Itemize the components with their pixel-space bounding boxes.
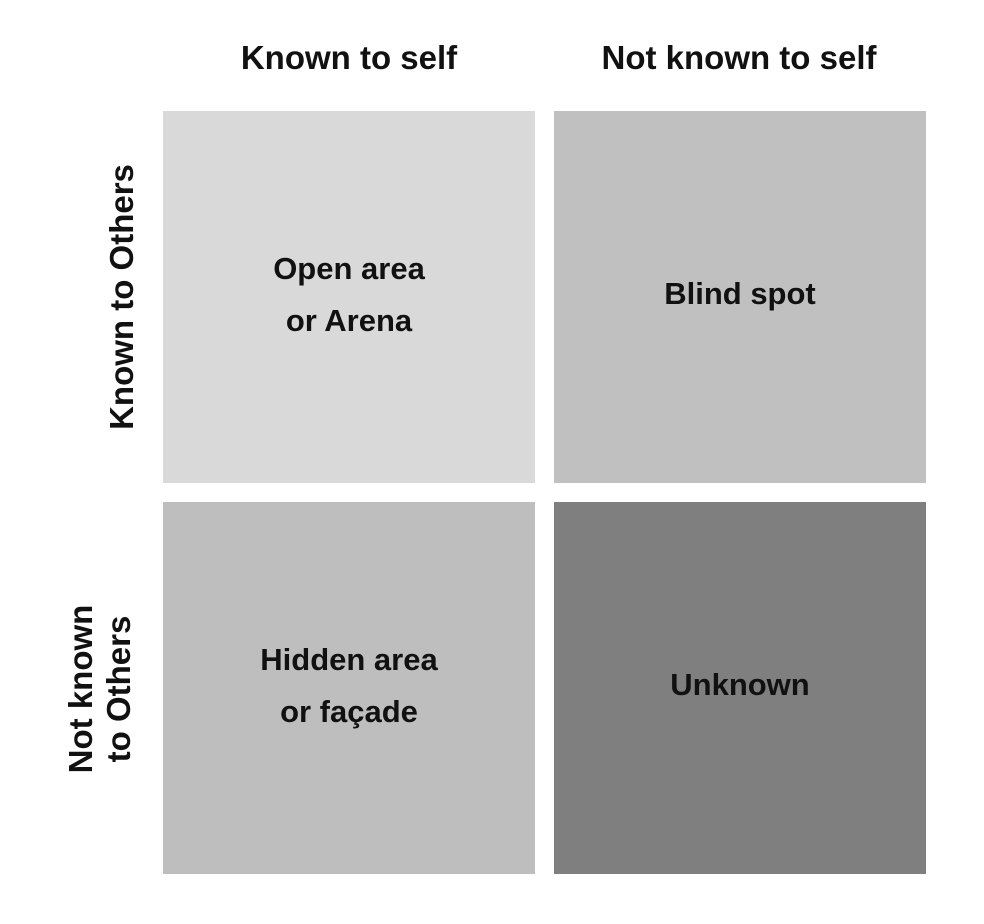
column-header-known-to-self: Known to self	[240, 39, 458, 76]
row-header-known-to-others: Known to Others	[72, 111, 172, 483]
quadrant-unknown-label: Unknown	[670, 667, 810, 702]
row-header-not-known-to-others: Not known to Others	[50, 503, 150, 875]
quadrant-open-area: Open area or Arena	[163, 111, 535, 483]
quadrant-hidden-area-label: Hidden area or façade	[260, 642, 438, 729]
quadrant-hidden-area: Hidden area or façade	[163, 502, 535, 874]
quadrant-blind-spot: Blind spot	[554, 111, 926, 483]
quadrant-unknown: Unknown	[554, 502, 926, 874]
row-header-known-to-others-text: Known to Others	[103, 164, 140, 430]
row-header-not-known-to-others-text: Not known to Others	[62, 604, 137, 774]
quadrant-open-area-label: Open area or Arena	[273, 251, 425, 338]
quadrant-blind-spot-label: Blind spot	[664, 276, 816, 311]
column-header-not-known-to-self: Not known to self	[601, 39, 877, 76]
